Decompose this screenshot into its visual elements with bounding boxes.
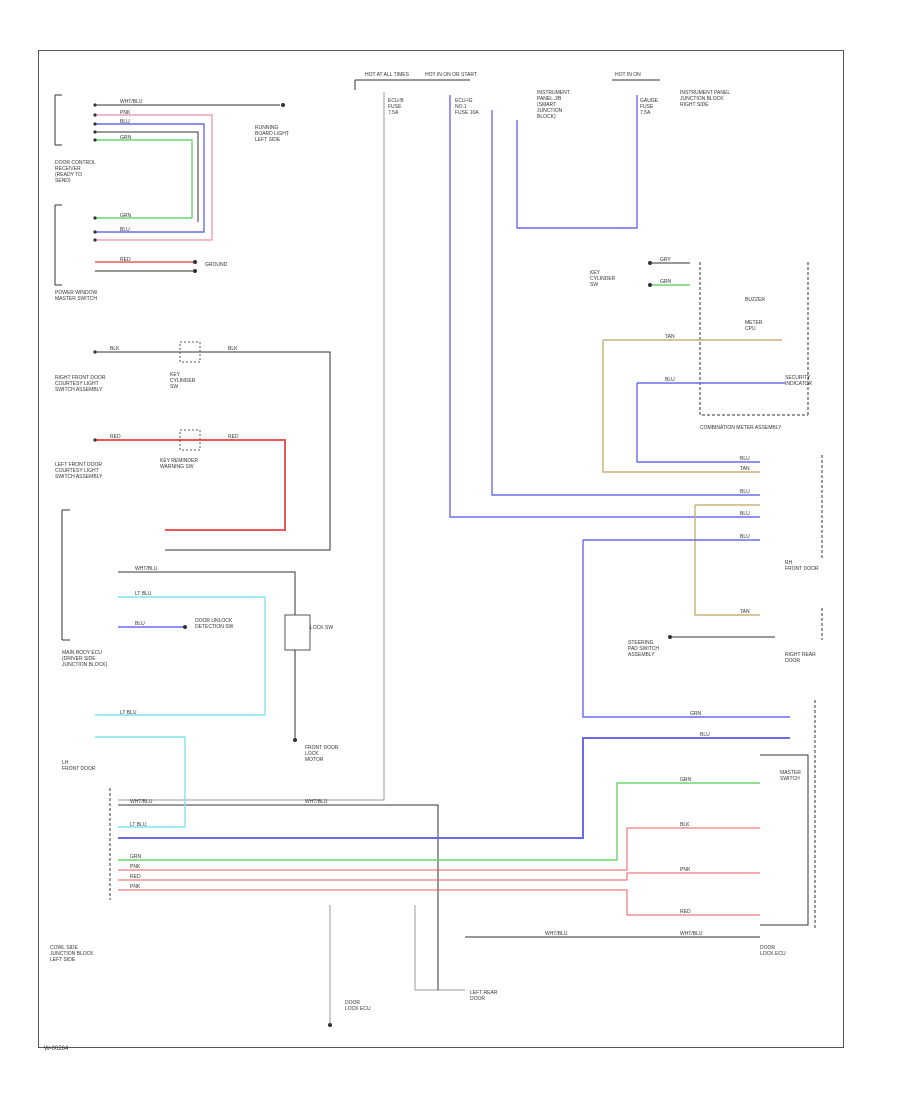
label-hot-in-on: HOT IN ON bbox=[615, 72, 641, 78]
wire-tag: LT BLU bbox=[120, 710, 137, 716]
wire-tag: TAN bbox=[665, 334, 675, 340]
label-fuse-1: ECU-B FUSE 7.5A bbox=[388, 98, 404, 116]
label-fuse-3: GAUGE FUSE 7.5A bbox=[640, 98, 659, 116]
wire-tag: BLK bbox=[228, 346, 238, 352]
wire-tag: LT BLU bbox=[130, 822, 147, 828]
label-fuse-2: ECU-IG NO.1 FUSE 10A bbox=[455, 98, 479, 116]
wire-tag: BLU bbox=[135, 621, 145, 627]
right-door-switch-circuit bbox=[95, 341, 331, 551]
label-door-control-receiver: DOOR CONTROL RECEIVER (READY TO SEND) bbox=[55, 160, 96, 184]
label-dome: RUNNING BOARD LIGHT LEFT SIDE bbox=[255, 125, 289, 143]
wire-tag: BLU bbox=[665, 377, 675, 383]
label-left-door: LEFT FRONT DOOR COURTESY LIGHT SWITCH AS… bbox=[55, 462, 103, 480]
wire-tag: RED bbox=[680, 909, 691, 915]
label-key-cylinder-sw: KEY CYLINDER SW bbox=[170, 372, 196, 390]
wire-tag: RED bbox=[110, 434, 121, 440]
label-hot-at-all-times: HOT AT ALL TIMES bbox=[365, 72, 409, 78]
wire-tag: WHT/BLU bbox=[305, 799, 328, 805]
terminal-dots bbox=[93, 103, 672, 1027]
label-instrument-rh: INSTRUMENT PANEL JUNCTION BLOCK RIGHT SI… bbox=[680, 90, 731, 108]
label-lock-sw: LOCK SW bbox=[310, 625, 334, 631]
wire-tag: BLU bbox=[740, 534, 750, 540]
label-steering: STEERING PAD SWITCH ASSEMBLY bbox=[628, 640, 660, 658]
wire-tag: PNK bbox=[680, 867, 691, 873]
label-door-lock-ecu: DOOR LOCK ECU bbox=[760, 945, 786, 957]
wire-tag: BLU bbox=[740, 511, 750, 517]
fuse-feeds bbox=[118, 79, 760, 801]
diagram-code: W-00264 bbox=[44, 1046, 69, 1052]
wire-tag: WHT/BLU bbox=[120, 99, 143, 105]
receiver-connector bbox=[54, 94, 280, 241]
left-door-switch-circuit bbox=[95, 429, 286, 531]
label-buzzer: BUZZER bbox=[745, 297, 765, 303]
wire-tag: PNK bbox=[120, 110, 131, 116]
wire-tag: GRN bbox=[120, 213, 132, 219]
label-lh-door: LH FRONT DOOR bbox=[62, 760, 96, 772]
wire-tag: WHT/BLU bbox=[130, 799, 153, 805]
diagram-frame bbox=[38, 50, 844, 1048]
label-cowl-side: COWL SIDE JUNCTION BLOCK LEFT SIDE bbox=[50, 945, 94, 963]
label-door-ecu: DOOR LOCK ECU bbox=[345, 1000, 371, 1012]
wire-tag: TAN bbox=[740, 466, 750, 472]
wire-tag: BLU bbox=[740, 456, 750, 462]
label-master-sw: MASTER SWITCH bbox=[780, 770, 801, 782]
door-control-block bbox=[54, 204, 195, 286]
label-power-window: POWER WINDOW MASTER SWITCH bbox=[55, 290, 98, 302]
wire-tag: WHT/BLU bbox=[545, 931, 568, 937]
wire-tag: RED bbox=[228, 434, 239, 440]
wire-tag: BLK bbox=[680, 822, 690, 828]
label-door-control-rx-2: KEY CYLINDER SW bbox=[590, 270, 616, 288]
main-body-ecu-wiring bbox=[95, 700, 816, 1025]
right-connectors bbox=[582, 455, 823, 718]
label-right-door: RIGHT FRONT DOOR COURTESY LIGHT SWITCH A… bbox=[55, 375, 106, 393]
label-main-body-ecu: MAIN BODY ECU (DRIVER SIDE JUNCTION BLOC… bbox=[62, 650, 108, 668]
label-relay-box: INSTRUMENT PANEL J/B (SMART JUNCTION BLO… bbox=[537, 90, 570, 120]
wire-tag: RED bbox=[120, 257, 131, 263]
key-cylinder-circuit bbox=[61, 509, 311, 740]
wire-tag: LT BLU bbox=[135, 591, 152, 597]
wire-tag: BLU bbox=[120, 119, 130, 125]
label-ground-a: GROUND bbox=[205, 262, 228, 268]
wire-tag: GRY bbox=[660, 257, 671, 263]
label-key-reminder: KEY REMINDER WARNING SW bbox=[160, 458, 198, 470]
label-rear-left: LEFT REAR DOOR bbox=[470, 990, 498, 1002]
wire-tag: GRN bbox=[120, 135, 132, 141]
wire-tag: BLU bbox=[700, 732, 710, 738]
label-combination-meter: COMBINATION METER ASSEMBLY bbox=[700, 425, 782, 431]
wire-tag: WHT/BLU bbox=[135, 566, 158, 572]
wire-tag: BLK bbox=[110, 346, 120, 352]
label-rear-right: RIGHT REAR DOOR bbox=[785, 652, 816, 664]
label-security: SECURITY INDICATOR bbox=[785, 375, 813, 387]
label-rh-door: RH FRONT DOOR bbox=[785, 560, 819, 572]
wire-tag: PNK bbox=[130, 864, 141, 870]
label-meter-cpu: METER CPU bbox=[745, 320, 763, 332]
label-door-unlock: DOOR UNLOCK DETECTION SW bbox=[195, 618, 234, 630]
label-front-door-lock: FRONT DOOR LOCK MOTOR bbox=[305, 745, 339, 763]
wire-tag: PNK bbox=[130, 884, 141, 890]
wire-tag: GRN bbox=[660, 279, 672, 285]
label-hot-in-on-or-start: HOT IN ON OR START bbox=[425, 72, 477, 78]
wire-tag: BLU bbox=[740, 489, 750, 495]
wire-tag: GRN bbox=[680, 777, 692, 783]
combination-meter-block bbox=[602, 262, 809, 473]
wire-tag: GRN bbox=[690, 711, 702, 717]
wire-tag: BLU bbox=[120, 227, 130, 233]
wire-tag: TAN bbox=[740, 609, 750, 615]
wire-tag: GRN bbox=[130, 854, 142, 860]
wire-tag: RED bbox=[130, 874, 141, 880]
wire-tag: WHT/BLU bbox=[680, 931, 703, 937]
